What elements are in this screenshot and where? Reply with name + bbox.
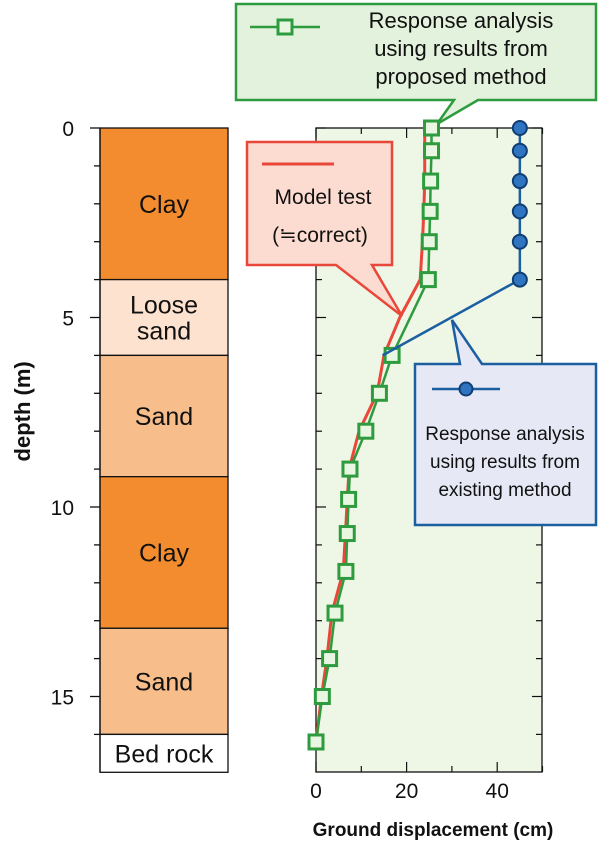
series-existing-point [511,120,528,136]
series-existing-point [511,173,528,190]
callout-existing: Response analysis using results from exist… [413,319,598,527]
soil-layer-sand [99,627,229,736]
series-existing-point [511,233,528,250]
soil-layer-label: Clay [139,191,190,219]
legend-proposed-marker [276,18,294,36]
soil-layer-label: Clay [139,539,190,567]
series-proposed-point [340,490,358,508]
x-tick-label: 20 [395,780,418,803]
soil-layer-label: Sand [135,668,193,696]
series-proposed-point [338,525,356,543]
soil-layer-loose-sand [99,278,229,357]
depth-tick-label: 0 [62,118,74,141]
series-proposed-point [326,604,344,622]
soil-layer-bed-rock [99,733,229,773]
callout-model: Model test (≒correct) [245,140,404,317]
callout-model-box [245,140,404,317]
depth-tick-label: 5 [62,308,74,331]
callout-proposed: Response analysis using results from propo… [234,2,598,126]
series-proposed-point [337,562,355,580]
x-axis-title: Ground displacement (cm) [313,820,554,841]
series-proposed-point [421,202,439,220]
callout-proposed-text: using results from [374,36,548,61]
series-proposed-point [370,384,388,402]
series-proposed-point [307,733,325,751]
series-existing-point [511,271,528,288]
soil-layer-clay [99,476,229,629]
callout-existing-text: existing method [438,480,571,501]
series-proposed-point [341,460,359,478]
legend-existing-marker [458,381,474,397]
callout-existing-text: Response analysis [425,424,584,445]
callout-proposed-text: Response analysis [369,8,554,33]
depth-tick-label: 15 [51,687,74,710]
series-existing-point [511,142,528,159]
depth-tick-label: 10 [51,497,74,520]
callout-model-title: Model test [275,186,372,209]
series-existing-point [511,203,528,220]
soil-layer-sand [99,354,229,478]
callout-existing-text: using results from [430,452,580,473]
x-tick-label: 40 [486,780,509,803]
soil-layer-clay [99,127,229,281]
soil-layer-label: Sand [135,403,193,431]
callout-model-subtitle: (≒correct) [272,224,368,247]
callout-proposed-text: proposed method [375,64,546,89]
x-tick-label: 0 [310,780,322,803]
depth-axis: 0 5 10 15 depth (m) [10,118,101,772]
series-proposed-point [420,233,438,251]
series-proposed-point [321,650,339,668]
series-proposed-point [357,422,375,440]
series-proposed-point [423,119,441,137]
y-axis-title: depth (m) [10,361,35,461]
soil-layer-label: sand [137,318,191,346]
callout-proposed-box [234,2,598,126]
series-existing [381,120,528,357]
series-proposed-point [422,172,440,190]
soil-layer-label: Loose [130,292,198,320]
series-proposed-point [419,271,437,289]
series-proposed-point [313,688,331,705]
soil-layer-label: Bed rock [115,740,214,768]
series-proposed-point [423,142,441,160]
callout-existing-box [413,319,598,527]
